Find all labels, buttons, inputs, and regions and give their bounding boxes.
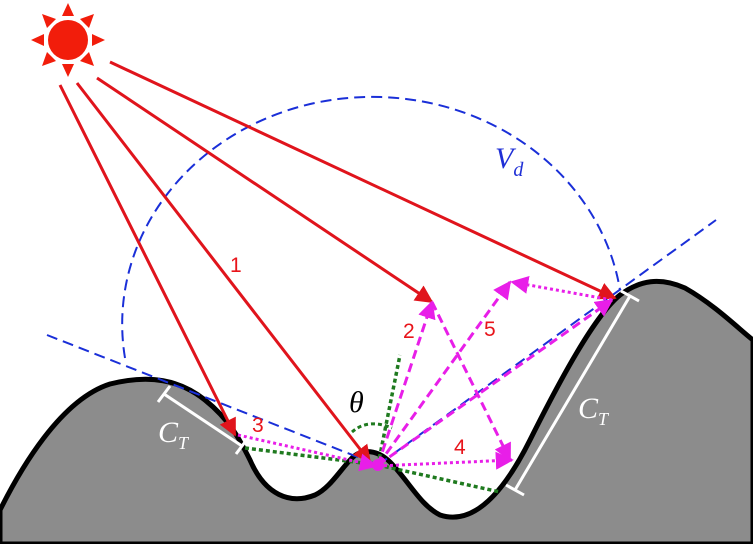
reflected-ray-4 bbox=[377, 451, 514, 470]
horizon-line-left bbox=[46, 334, 379, 466]
reflected-ray-3 bbox=[237, 433, 378, 472]
direct-ray bbox=[58, 84, 237, 437]
theta-label: θ bbox=[349, 386, 364, 419]
curvature-label-left: CT bbox=[158, 416, 190, 453]
curvature-label-right: CT bbox=[578, 392, 610, 429]
direct-ray-1 bbox=[75, 82, 372, 464]
sky-view-arc bbox=[121, 95, 621, 359]
curvature-bar-right bbox=[505, 289, 640, 497]
reflected-ray-2-continued bbox=[430, 301, 512, 462]
surface-normal-line bbox=[376, 354, 402, 466]
reflected-ray-2 bbox=[376, 300, 436, 466]
ray-label-3: 3 bbox=[252, 414, 264, 437]
reflected-ray-to-peak bbox=[377, 298, 614, 467]
terrain-surface bbox=[0, 278, 753, 544]
horizon-line-right bbox=[377, 219, 717, 466]
curvature-bar-left bbox=[156, 385, 250, 455]
reflected-ray-5-return bbox=[510, 276, 613, 302]
ray-label-2: 2 bbox=[403, 320, 415, 343]
sun-icon bbox=[31, 3, 105, 77]
ray-label-4: 4 bbox=[454, 436, 466, 459]
ray-label-1: 1 bbox=[230, 254, 242, 277]
ray-label-5: 5 bbox=[484, 318, 496, 341]
direct-ray-top bbox=[109, 60, 617, 300]
sky-view-label: Vd bbox=[495, 142, 524, 181]
direct-ray-2 bbox=[96, 76, 434, 304]
tangent-line-left bbox=[244, 446, 379, 467]
reflection-point bbox=[372, 459, 384, 471]
theta-angle-arc bbox=[351, 422, 393, 434]
reflected-ray-5 bbox=[376, 280, 512, 466]
